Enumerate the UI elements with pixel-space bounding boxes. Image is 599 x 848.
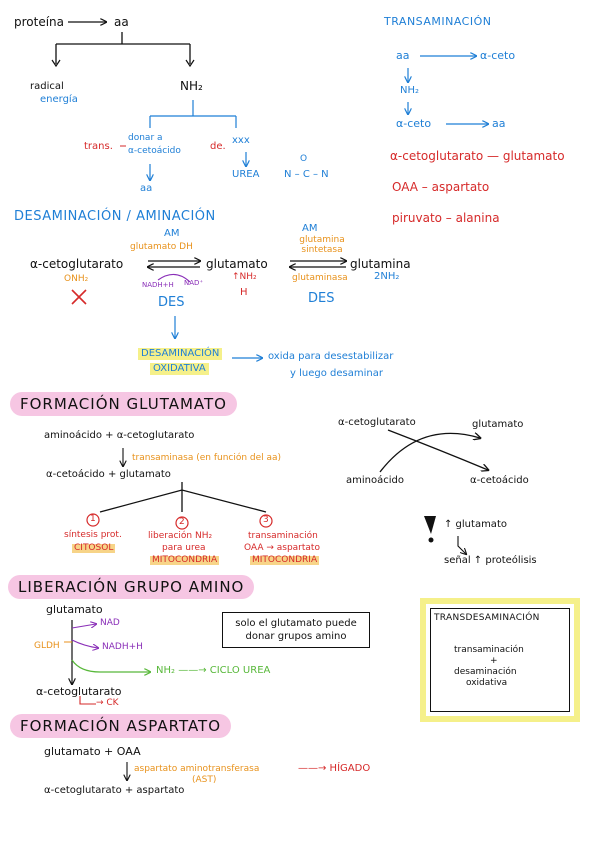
- transdesaminacion-box: [420, 598, 580, 722]
- glutamina-text: glutamina: [350, 257, 411, 271]
- lib-nadh: NADH+H: [102, 642, 143, 652]
- transd-line3: oxidativa: [466, 678, 508, 688]
- donar-a-text: donar a: [128, 133, 163, 143]
- branch3-line2: OAA → aspartato: [244, 543, 320, 553]
- trans-alfa-ceto-2: α-ceto: [396, 117, 432, 130]
- transd-line2: desaminación: [454, 667, 517, 677]
- xxx-text: xxx: [232, 135, 250, 146]
- pair-cetoglutarato: α-cetoglutarato — glutamato: [390, 149, 565, 163]
- nadh-text: NADH+H: [142, 281, 174, 289]
- number-3: 3: [263, 515, 269, 525]
- urea-formula: N – C – N: [284, 169, 329, 180]
- desaminacion-oxidativa-2: OXIDATIVA: [150, 363, 209, 375]
- ceto-acido-text: α-cetoácido: [128, 146, 181, 156]
- oxida-note-1: oxida para desestabilizar: [268, 351, 394, 362]
- alert-proteolisis: señal ↑ proteólisis: [444, 555, 537, 566]
- de-label: de.: [210, 141, 226, 152]
- gldh-label: GLDH: [34, 641, 60, 651]
- lib-ck: → CK: [96, 698, 119, 708]
- oxida-note-2: y luego desaminar: [290, 368, 383, 379]
- pair-oaa: OAA – aspartato: [392, 180, 490, 194]
- fg-equation-1: aminoácido + α-cetoglutarato: [44, 430, 195, 441]
- branch1-line1: síntesis prot.: [64, 530, 122, 540]
- des-label-1: DES: [158, 295, 185, 310]
- aa-text: aa: [114, 15, 129, 29]
- transd-plus: +: [490, 656, 498, 666]
- higado-text: ——→ HÍGADO: [298, 763, 371, 774]
- trans-nh2: NH₂: [400, 85, 420, 96]
- energia-text: energía: [40, 94, 78, 105]
- transd-line1: transaminación: [454, 645, 524, 655]
- branch2-line3: MITOCONDRIA: [150, 555, 220, 565]
- lib-nad: NAD: [100, 618, 120, 628]
- h-text: H: [240, 287, 248, 298]
- desaminacion-oxidativa-1: DESAMINACIÓN: [138, 348, 223, 360]
- asp-equation-2: α-cetoglutarato + aspartato: [44, 785, 185, 796]
- urea-formula-o: O: [300, 154, 308, 164]
- asp-equation-1: glutamato + OAA: [44, 745, 141, 758]
- number-2: 2: [179, 517, 185, 527]
- glutamina-sintetasa-label: glutamina sintetasa: [299, 235, 345, 255]
- lib-alfa-cetoglutarato: α-cetoglutarato: [36, 685, 122, 698]
- nad-text: NAD⁺: [184, 279, 204, 287]
- transaminacion-title: TRANSAMINACIÓN: [384, 15, 492, 28]
- pair-piruvato: piruvato – alanina: [392, 211, 500, 225]
- branch2-line2: para urea: [162, 543, 206, 553]
- glutaminasa-label: glutaminasa: [292, 273, 348, 283]
- trans-aa: aa: [396, 49, 410, 62]
- ast-abbrev: (AST): [192, 775, 217, 785]
- nh2-up-text: ↑NH₂: [232, 272, 257, 282]
- fg-equation-2: α-cetoácido + glutamato: [46, 469, 171, 480]
- ast-enzyme: aspartato aminotransferasa: [134, 764, 260, 774]
- branch2-line1: liberación NH₂: [148, 531, 213, 541]
- lib-glutamato: glutamato: [46, 603, 103, 616]
- branch3-line1: transaminación: [248, 531, 318, 541]
- glutamato-note-line2: donar grupos amino: [245, 631, 347, 642]
- aa-product-text: aa: [140, 183, 153, 194]
- formacion-glutamato-heading: FORMACIÓN GLUTAMATO: [10, 392, 237, 416]
- urea-text: UREA: [232, 169, 260, 180]
- am-label-2: AM: [302, 223, 318, 234]
- trans-label: trans.: [84, 141, 113, 152]
- trans-alfa-ceto: α-ceto: [480, 49, 516, 62]
- transd-title: TRANSDESAMINACIÓN: [434, 613, 540, 623]
- branch1-line2: CITOSOL: [72, 543, 116, 553]
- aspartato-heading: FORMACIÓN ASPARTATO: [10, 714, 232, 738]
- number-1: 1: [90, 514, 96, 524]
- am-label-1: AM: [164, 228, 180, 239]
- onh2-text: ONH₂: [64, 274, 89, 284]
- glutamato-note-line1: solo el glutamato puede: [235, 618, 357, 629]
- diagram-alfa-cetoacido: α-cetoácido: [470, 475, 529, 486]
- glutamato-dh-label: glutamato DH: [130, 242, 193, 252]
- des-label-2: DES: [308, 291, 335, 306]
- nh2-text: NH₂: [180, 79, 203, 93]
- branch3-line3: MITOCONDRIA: [250, 555, 320, 565]
- desaminacion-title: DESAMINACIÓN / AMINACIÓN: [14, 209, 216, 224]
- diagram-glutamato: glutamato: [472, 419, 524, 430]
- trans-aa-2: aa: [492, 117, 506, 130]
- alert-glutamato: ↑ glutamato: [444, 519, 507, 530]
- alfa-cetoglutarato-text: α-cetoglutarato: [30, 257, 124, 271]
- transaminasa-label: transaminasa (en función del aa): [132, 453, 282, 463]
- glutamato-note-box: solo el glutamato puede donar grupos ami…: [222, 612, 370, 648]
- radical-text: radical: [30, 81, 64, 92]
- liberacion-heading: LIBERACIÓN GRUPO AMINO: [8, 575, 255, 599]
- glutamato-text: glutamato: [206, 257, 268, 271]
- lib-nh2-urea: NH₂ ——→ CICLO UREA: [156, 665, 271, 676]
- diagram-alfa-cetoglutarato: α-cetoglutarato: [338, 417, 416, 428]
- proteina-text: proteína: [14, 15, 65, 29]
- diagram-aminoacido: aminoácido: [346, 475, 404, 486]
- two-nh2-text: 2NH₂: [374, 271, 400, 282]
